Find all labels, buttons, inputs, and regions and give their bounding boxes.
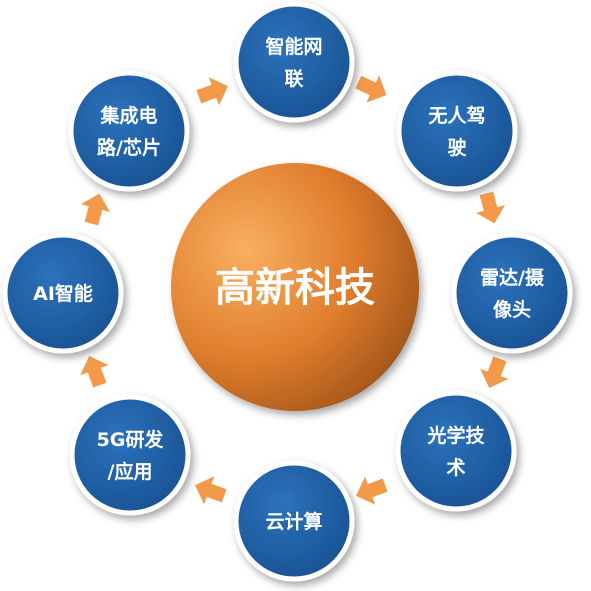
- node-label-radar-camera-line-2: 像头: [493, 298, 531, 321]
- node-circle-cloud-computing: [233, 460, 355, 582]
- node-label-smart-network-line-2: 联: [284, 68, 303, 90]
- node-label-5g-line-1: 5G研发: [97, 428, 165, 451]
- cycle-arrow-5: [356, 476, 388, 505]
- node-5g: 5G研发/应用: [69, 394, 191, 516]
- node-label-smart-network-line-1: 智能网: [265, 35, 322, 58]
- node-circle-ic-chip: [68, 70, 190, 192]
- node-label-cloud-computing-line-1: 云计算: [265, 510, 322, 533]
- arrows: [80, 75, 509, 505]
- node-cloud-computing: 云计算: [233, 460, 355, 582]
- cycle-arrow-1: [196, 77, 228, 106]
- node-radar-camera: 雷达/摄像头: [451, 232, 573, 354]
- cycle-arrow-3: [476, 191, 506, 224]
- node-ai: AI智能: [2, 232, 124, 354]
- cycle-arrow-6: [195, 476, 227, 505]
- node-label-optical-tech-line-2: 术: [446, 457, 465, 479]
- node-label-radar-camera-line-1: 雷达/摄: [480, 266, 545, 289]
- cycle-arrow-7: [80, 356, 109, 388]
- node-label-ai-line-1: AI智能: [33, 282, 93, 305]
- node-label-ic-chip-line-2: 路/芯片: [97, 136, 161, 159]
- node-label-optical-tech-line-1: 光学技: [426, 424, 485, 447]
- node-label-autonomous-driving-line-1: 无人驾: [428, 104, 485, 127]
- node-label-ic-chip-line-1: 集成电: [99, 104, 157, 127]
- node-circle-optical-tech: [395, 390, 517, 512]
- node-circle-radar-camera: [451, 232, 573, 354]
- node-circle-autonomous-driving: [396, 70, 518, 192]
- node-circle-smart-network: [233, 1, 355, 123]
- node-label-autonomous-driving-line-2: 驶: [447, 137, 466, 159]
- cycle-arrow-2: [355, 75, 387, 103]
- node-circle-5g: [69, 394, 191, 516]
- node-circle-ai: [2, 232, 124, 354]
- cycle-arrow-4: [480, 356, 509, 388]
- center-label: 高新科技: [215, 265, 375, 311]
- center-circle: 高新科技: [171, 163, 419, 411]
- node-label-5g-line-2: /应用: [108, 460, 153, 483]
- cycle-arrow-8: [81, 193, 111, 226]
